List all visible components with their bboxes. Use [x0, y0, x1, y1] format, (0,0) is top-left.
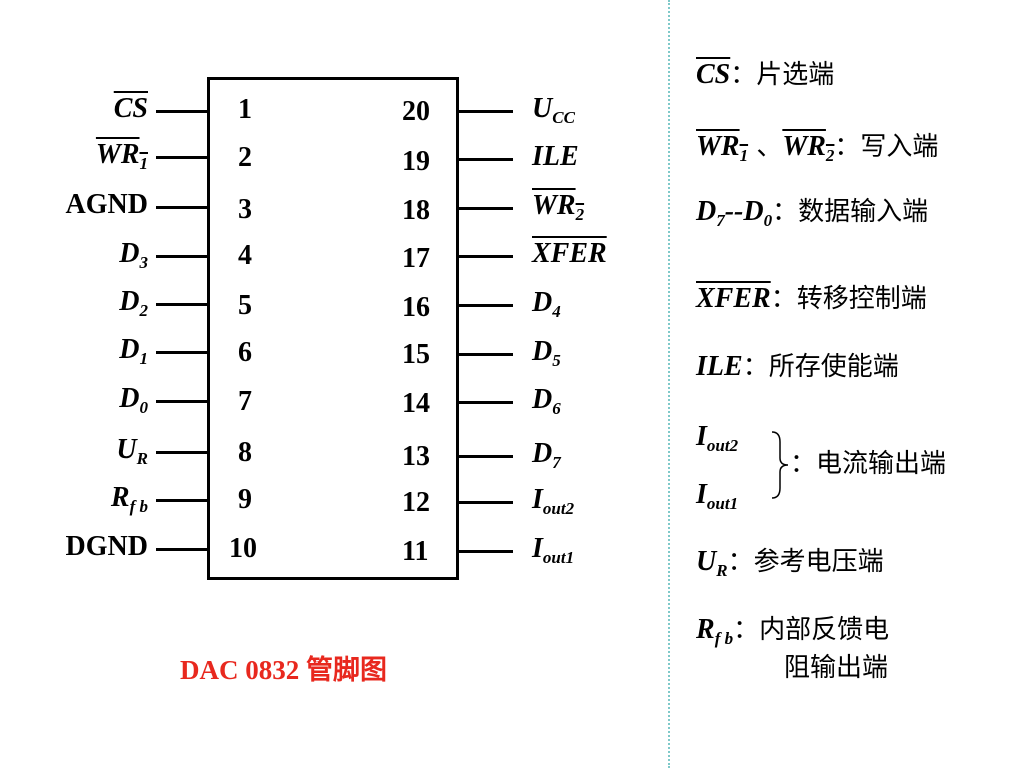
legend-wr1-key: WR1 — [696, 131, 749, 165]
left-pin-number-7: 7 — [238, 386, 252, 417]
legend-wr-desc: ：写入端 — [834, 132, 939, 162]
left-pin-number-9: 9 — [238, 484, 252, 515]
left-pin-number-5: 5 — [238, 290, 252, 321]
legend-xfer: XFER：转移控制端 — [696, 282, 927, 316]
legend-d0-key: D0 — [743, 196, 773, 230]
legend-xfer-desc: ：转移控制端 — [770, 284, 927, 314]
left-pin-line-6 — [156, 351, 207, 354]
left-pin-number-10: 10 — [229, 533, 257, 564]
legend-d-desc: ：数据输入端 — [772, 197, 929, 227]
legend-rfb-key: Rf b — [696, 614, 734, 648]
legend-rfb-desc1: ：内部反馈电 — [733, 615, 890, 645]
legend-ile-key: ILE — [696, 351, 743, 382]
left-pin-line-4 — [156, 255, 207, 258]
right-pin-line-15 — [459, 353, 513, 356]
legend-iout2-key: Iout2 — [696, 421, 739, 455]
legend-cs: CS：片选端 — [696, 58, 834, 92]
right-pin-number-19: 19 — [402, 146, 430, 177]
right-pin-label-17: XFER — [532, 238, 607, 269]
column-divider — [668, 0, 670, 768]
right-pin-line-13 — [459, 455, 513, 458]
legend-wr2-key: WR2 — [782, 131, 835, 165]
left-pin-line-9 — [156, 499, 207, 502]
left-pin-label-1: CS — [113, 93, 148, 124]
left-pin-line-10 — [156, 548, 207, 551]
left-pin-line-8 — [156, 451, 207, 454]
left-pin-number-1: 1 — [238, 94, 252, 125]
right-pin-label-11: Iout1 — [532, 533, 575, 568]
left-pin-number-3: 3 — [238, 194, 252, 225]
right-pin-label-19: ILE — [532, 141, 579, 172]
legend-d7-key: D7 — [696, 196, 725, 230]
legend-ile: ILE：所存使能端 — [696, 350, 899, 384]
right-pin-number-17: 17 — [402, 243, 430, 274]
right-pin-number-18: 18 — [402, 195, 430, 226]
left-pin-label-7: D0 — [119, 383, 148, 418]
legend-iout1-key: Iout1 — [696, 479, 739, 513]
legend-rfb: Rf b：内部反馈电 — [696, 613, 889, 656]
right-pin-label-13: D7 — [532, 438, 561, 473]
right-pin-label-14: D6 — [532, 384, 561, 419]
legend-ur-desc: ：参考电压端 — [727, 547, 884, 577]
right-pin-number-20: 20 — [402, 96, 430, 127]
right-pin-number-13: 13 — [402, 441, 430, 472]
right-pin-label-15: D5 — [532, 336, 561, 371]
legend-cs-desc: ：片选端 — [730, 60, 835, 90]
left-pin-label-8: UR — [116, 434, 148, 469]
left-pin-line-3 — [156, 206, 207, 209]
right-pin-line-19 — [459, 158, 513, 161]
right-pin-line-16 — [459, 304, 513, 307]
diagram-title: DAC 0832 管脚图 — [180, 655, 387, 685]
left-pin-label-3: AGND — [65, 189, 148, 220]
left-pin-line-2 — [156, 156, 207, 159]
right-pin-line-18 — [459, 207, 513, 210]
right-pin-line-17 — [459, 255, 513, 258]
legend-ur-key: UR — [696, 546, 728, 580]
left-pin-line-1 — [156, 110, 207, 113]
right-pin-label-12: Iout2 — [532, 484, 575, 519]
legend-cs-key: CS — [696, 59, 731, 90]
right-pin-number-11: 11 — [402, 536, 429, 567]
left-pin-label-2: WR1 — [95, 139, 148, 174]
legend-xfer-key: XFER — [696, 283, 771, 314]
left-pin-label-6: D1 — [119, 334, 148, 369]
left-pin-line-5 — [156, 303, 207, 306]
legend-wr-sep: 、 — [748, 132, 783, 162]
legend-d-mid: -- — [724, 196, 744, 227]
left-pin-label-10: DGND — [65, 531, 148, 562]
right-pin-line-11 — [459, 550, 513, 553]
left-pin-number-4: 4 — [238, 240, 252, 271]
left-pin-number-8: 8 — [238, 437, 252, 468]
dac0832-chip-body — [207, 77, 459, 580]
legend-iout2: Iout2 — [696, 420, 738, 463]
legend-ile-desc: ：所存使能端 — [742, 352, 899, 382]
right-pin-line-14 — [459, 401, 513, 404]
curly-brace-icon — [771, 431, 789, 499]
legend-d: D7--D0：数据输入端 — [696, 195, 928, 238]
left-pin-number-6: 6 — [238, 337, 252, 368]
left-pin-label-5: D2 — [119, 286, 148, 321]
left-pin-line-7 — [156, 400, 207, 403]
right-pin-line-12 — [459, 501, 513, 504]
right-pin-number-14: 14 — [402, 388, 430, 419]
legend-iout1: Iout1 — [696, 478, 738, 521]
legend-ur: UR：参考电压端 — [696, 545, 884, 588]
left-pin-label-9: Rf b — [110, 482, 148, 517]
right-pin-label-18: WR2 — [532, 190, 585, 225]
left-pin-label-4: D3 — [119, 238, 148, 273]
legend-wr: WR1 、WR2：写入端 — [696, 130, 938, 173]
right-pin-number-15: 15 — [402, 339, 430, 370]
legend-rfb-line2: 阻输出端 — [784, 653, 889, 683]
legend-iout-desc: ：电流输出端 — [790, 449, 947, 479]
right-pin-number-12: 12 — [402, 487, 430, 518]
right-pin-label-20: UCC — [532, 93, 575, 128]
right-pin-label-16: D4 — [532, 287, 561, 322]
right-pin-line-20 — [459, 110, 513, 113]
right-pin-number-16: 16 — [402, 292, 430, 323]
left-pin-number-2: 2 — [238, 142, 252, 173]
